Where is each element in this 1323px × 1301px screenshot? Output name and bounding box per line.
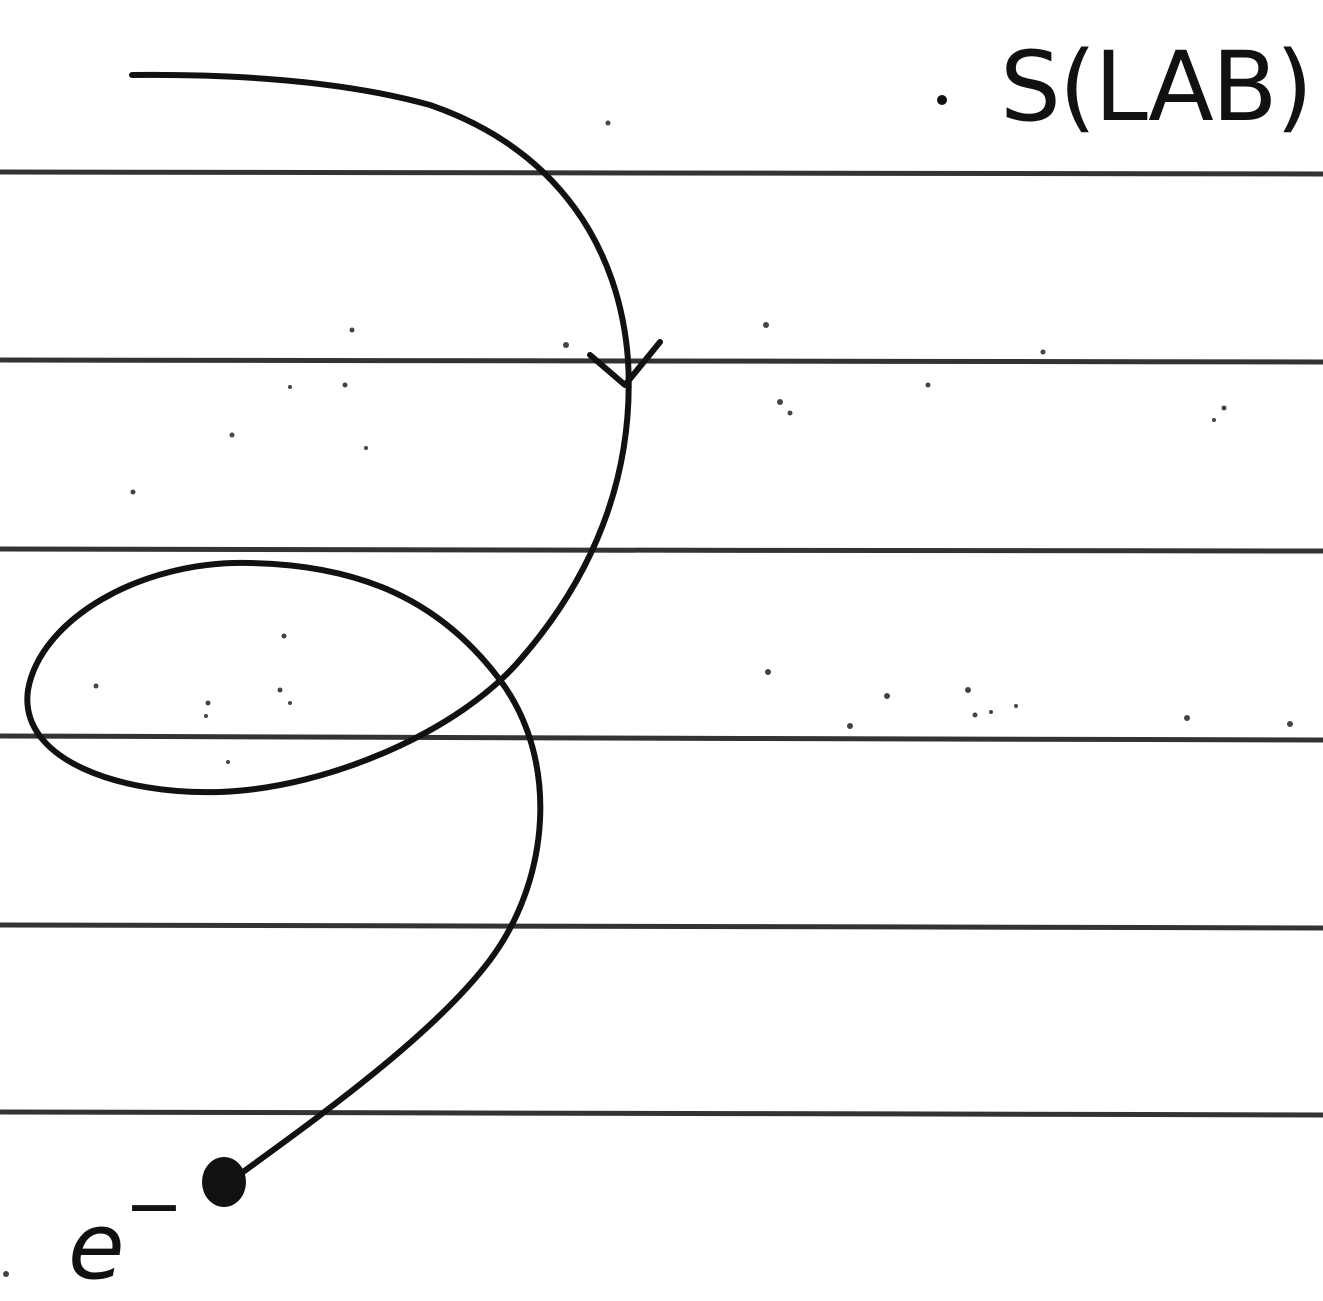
electron-label-symbol: e [68, 1193, 125, 1300]
electron-dot [202, 1157, 246, 1207]
frame-label-dot [937, 95, 947, 105]
electron-label: e− [68, 1165, 183, 1300]
field-lines [0, 169, 1323, 1118]
field-line-2 [0, 357, 1323, 365]
field-line-5 [0, 922, 1323, 931]
field-line-1 [0, 169, 1323, 177]
field-line-6 [0, 1109, 1323, 1118]
electron-trajectory [24, 71, 632, 1186]
paper-specks [3, 120, 1293, 1277]
electron-label-charge: − [125, 1165, 184, 1247]
direction-arrowhead [587, 339, 663, 388]
frame-label: S(LAB) [1000, 31, 1311, 143]
field-line-4 [0, 733, 1323, 743]
field-line-3 [0, 546, 1323, 554]
